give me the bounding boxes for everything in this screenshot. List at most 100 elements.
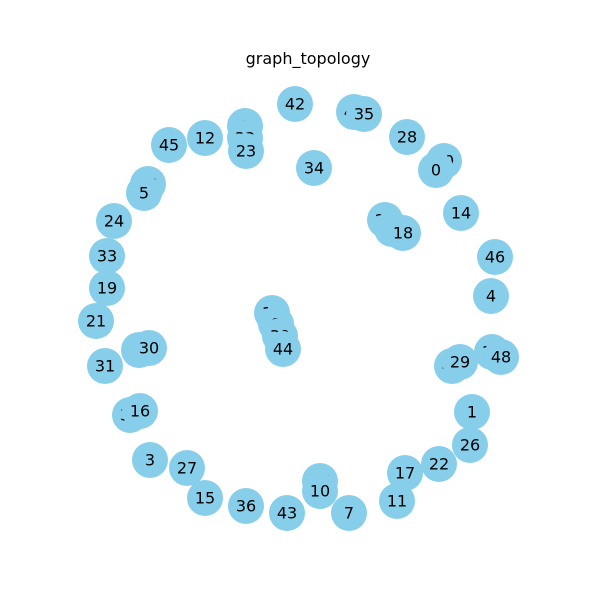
graph-node: 35 [346, 96, 382, 132]
graph-node: 14 [443, 195, 479, 231]
node-circle [169, 450, 205, 486]
node-label: 45 [159, 136, 179, 155]
graph-node: 16 [122, 393, 158, 429]
nodes-layer: 4512932234249352820034405241425618334619… [78, 86, 519, 531]
node-label: 31 [95, 357, 115, 376]
node-circle [187, 120, 223, 156]
node-label: 24 [104, 212, 124, 231]
graph-node: 10 [302, 473, 338, 509]
graph-node: 33 [89, 238, 125, 274]
node-label: 3 [145, 451, 155, 470]
node-circle [89, 270, 125, 306]
node-circle [454, 394, 490, 430]
node-label: 36 [236, 497, 256, 516]
graph-node: 27 [169, 450, 205, 486]
node-circle [228, 133, 264, 169]
node-circle [187, 480, 223, 516]
node-label: 0 [431, 161, 441, 180]
node-circle [387, 455, 423, 491]
node-label: 23 [236, 142, 256, 161]
node-label: 18 [393, 224, 413, 243]
node-label: 43 [277, 504, 297, 523]
node-label: 44 [273, 340, 293, 359]
node-label: 7 [344, 504, 354, 523]
graph-node: 42 [277, 86, 313, 122]
node-circle [277, 86, 313, 122]
node-circle [477, 239, 513, 275]
node-circle [122, 393, 158, 429]
graph-node: 7 [331, 495, 367, 531]
graph-node: 34 [296, 150, 332, 186]
node-label: 21 [86, 312, 106, 331]
node-label: 16 [130, 402, 150, 421]
node-label: 42 [285, 95, 305, 114]
graph-node: 22 [421, 446, 457, 482]
node-label: 28 [397, 128, 417, 147]
graph-node: 24 [96, 203, 132, 239]
graph-node: 45 [151, 127, 187, 163]
node-label: 27 [177, 459, 197, 478]
node-circle [473, 278, 509, 314]
node-circle [265, 331, 301, 367]
node-circle [418, 152, 454, 188]
graph-node: 17 [387, 455, 423, 491]
graph-node: 15 [187, 480, 223, 516]
node-circle [421, 446, 457, 482]
node-label: 12 [195, 129, 215, 148]
node-label: 29 [450, 353, 470, 372]
node-circle [443, 195, 479, 231]
node-circle [126, 175, 162, 211]
node-label: 48 [491, 348, 511, 367]
node-circle [131, 330, 167, 366]
node-circle [96, 203, 132, 239]
node-circle [269, 495, 305, 531]
graph-node: 28 [389, 119, 425, 155]
node-circle [302, 473, 338, 509]
node-label: 11 [387, 492, 407, 511]
node-label: 17 [395, 464, 415, 483]
node-circle [296, 150, 332, 186]
graph-node: 19 [89, 270, 125, 306]
graph-node: 29 [442, 344, 478, 380]
node-circle [442, 344, 478, 380]
node-label: 22 [429, 455, 449, 474]
graph-node: 44 [265, 331, 301, 367]
graph-node: 36 [228, 488, 264, 524]
graph-node: 3 [132, 442, 168, 478]
graph-node: 4 [473, 278, 509, 314]
node-circle [331, 495, 367, 531]
node-circle [452, 427, 488, 463]
node-label: 19 [97, 279, 117, 298]
node-label: 33 [97, 247, 117, 266]
graph-node: 23 [228, 133, 264, 169]
node-label: 34 [304, 159, 324, 178]
graph-node: 11 [379, 483, 415, 519]
graph-node: 21 [78, 303, 114, 339]
graph-node: 31 [87, 348, 123, 384]
graph-node: 26 [452, 427, 488, 463]
node-circle [389, 119, 425, 155]
node-label: 1 [467, 403, 477, 422]
node-label: 10 [310, 482, 330, 501]
node-label: 46 [485, 248, 505, 267]
graph-title: graph_topology [246, 49, 371, 69]
node-circle [379, 483, 415, 519]
graph-node: 43 [269, 495, 305, 531]
graph-node: 48 [483, 339, 519, 375]
graph-node: 1 [454, 394, 490, 430]
graph-node: 12 [187, 120, 223, 156]
node-label: 15 [195, 489, 215, 508]
node-circle [87, 348, 123, 384]
graph-node: 30 [131, 330, 167, 366]
graph-node: 5 [126, 175, 162, 211]
node-label: 14 [451, 204, 471, 223]
node-circle [346, 96, 382, 132]
node-circle [89, 238, 125, 274]
node-circle [151, 127, 187, 163]
graph-node: 0 [418, 152, 454, 188]
node-circle [483, 339, 519, 375]
node-label: 4 [486, 287, 496, 306]
node-label: 30 [139, 339, 159, 358]
